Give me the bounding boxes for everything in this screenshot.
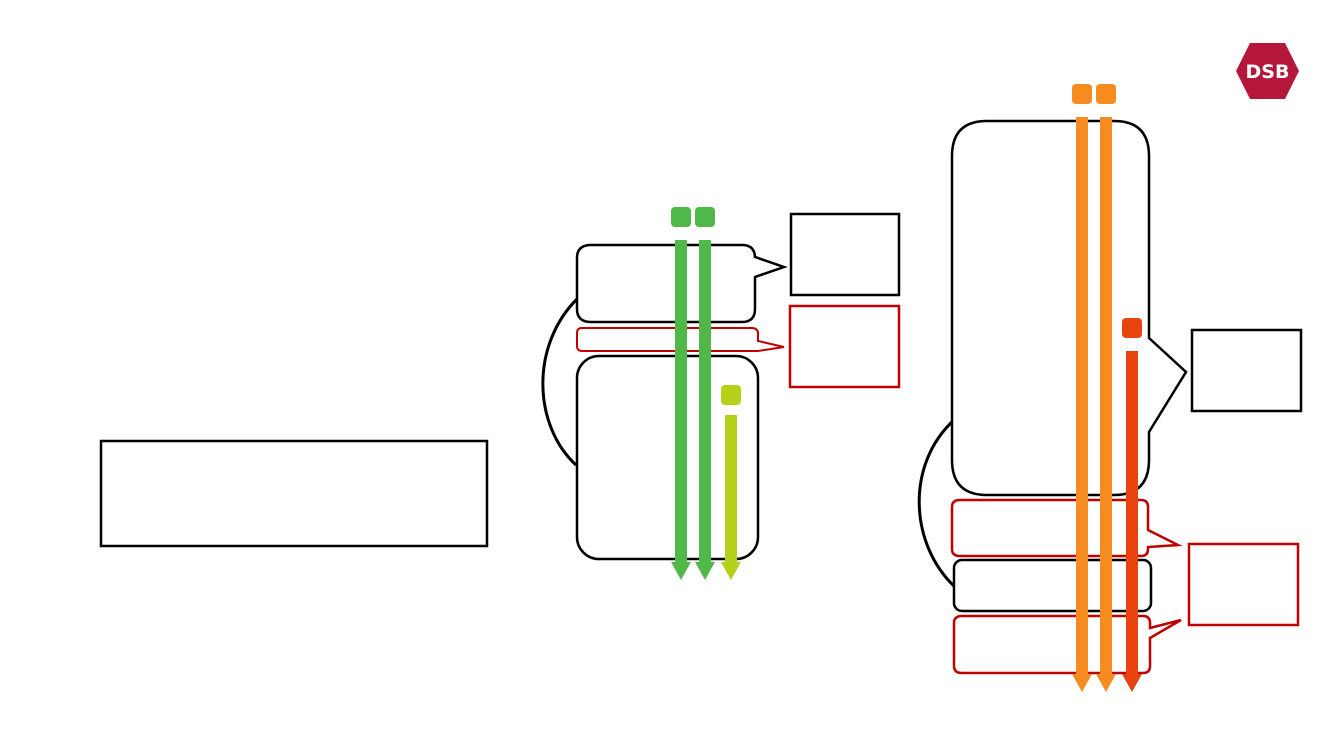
orange-track-line-2 bbox=[1100, 117, 1112, 674]
dsb-logo: DSB bbox=[1236, 43, 1299, 99]
green-track-line-1 bbox=[675, 240, 687, 562]
right-warning-box-1 bbox=[950, 498, 1183, 558]
green-track-marker-2 bbox=[695, 207, 715, 227]
main-note-box bbox=[99, 439, 489, 548]
red-track-line bbox=[1126, 351, 1138, 674]
right-group-warning-box bbox=[1187, 542, 1300, 627]
right-connector-arc bbox=[917, 418, 957, 589]
orange-track-marker-2 bbox=[1096, 84, 1116, 104]
lime-track-marker bbox=[721, 385, 741, 405]
left-track-group bbox=[541, 207, 901, 580]
right-middle-section-box bbox=[952, 558, 1153, 613]
red-track-marker bbox=[1122, 318, 1142, 338]
red-track-arrow bbox=[1122, 674, 1142, 692]
green-track-arrow-1 bbox=[671, 562, 691, 580]
left-group-note-box bbox=[789, 212, 901, 297]
dsb-logo-text: DSB bbox=[1246, 61, 1290, 83]
right-track-group bbox=[917, 84, 1303, 692]
right-warning-box-2 bbox=[952, 614, 1182, 675]
dsb-logo-hexagon bbox=[1236, 43, 1299, 99]
orange-track-marker-1 bbox=[1072, 84, 1092, 104]
green-track-line-2 bbox=[699, 240, 711, 562]
orange-track-arrow-1 bbox=[1072, 674, 1092, 692]
lime-track-arrow bbox=[721, 562, 741, 580]
green-track-arrow-2 bbox=[695, 562, 715, 580]
orange-track-line-1 bbox=[1076, 117, 1088, 674]
left-connector-arc bbox=[541, 296, 580, 467]
right-group-note-box bbox=[1190, 328, 1303, 413]
left-bottom-section-box bbox=[575, 354, 760, 561]
orange-track-arrow-2 bbox=[1096, 674, 1116, 692]
left-group-warning-box bbox=[788, 304, 901, 389]
right-main-section-box bbox=[950, 119, 1188, 497]
green-track-marker-1 bbox=[671, 207, 691, 227]
lime-track-line bbox=[725, 415, 737, 562]
